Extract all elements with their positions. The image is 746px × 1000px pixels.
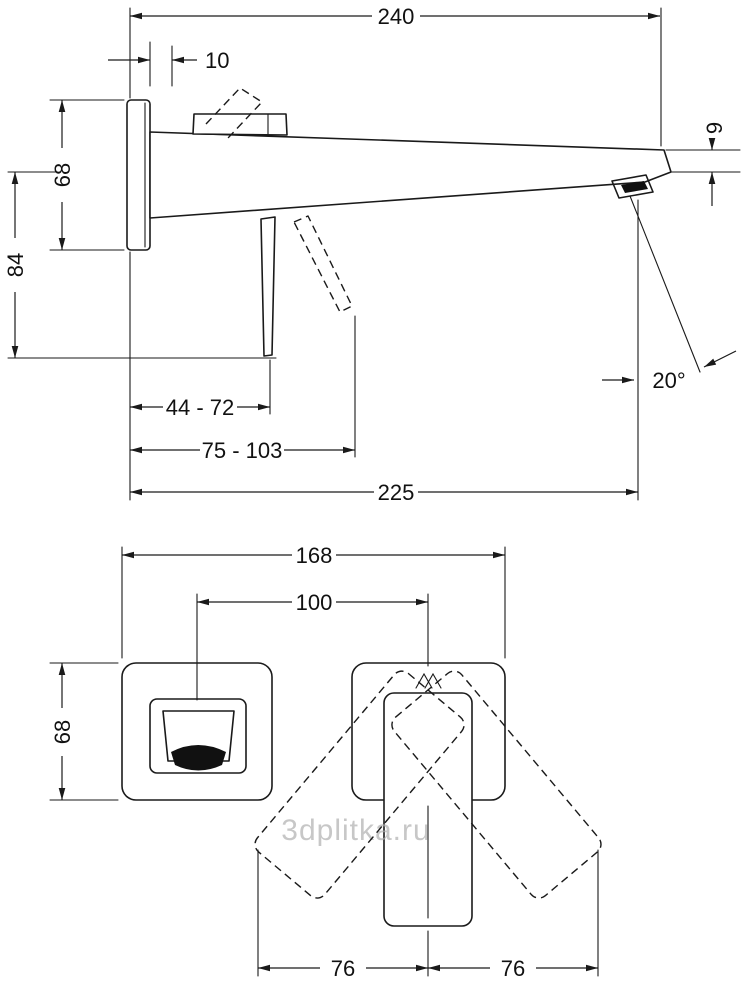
dim-75-103: 75 - 103 xyxy=(130,315,356,463)
front-view: 3dplitka.ru 168 100 68 xyxy=(49,543,602,981)
dim-9-label: 9 xyxy=(702,122,727,134)
dim-68-front: 68 xyxy=(49,662,119,801)
dim-76-pair: 76 76 xyxy=(257,849,599,981)
aerator xyxy=(611,174,654,199)
dim-168: 168 xyxy=(121,543,506,659)
dim-75-103-label: 75 - 103 xyxy=(202,438,283,463)
spout-body xyxy=(149,131,672,219)
dim-68-side: 68 xyxy=(49,99,125,251)
dim-84-label: 84 xyxy=(3,253,28,277)
hansgrohe-logo xyxy=(415,672,442,689)
lever-swing-right-dashed xyxy=(391,670,602,899)
dim-9: 9 xyxy=(665,122,741,206)
lever-down-dashed xyxy=(293,215,353,313)
side-view: 240 10 9 68 xyxy=(3,4,741,505)
dim-20deg-label: 20° xyxy=(652,368,685,393)
dim-68-front-label: 68 xyxy=(50,720,75,744)
dim-44-72-label: 44 - 72 xyxy=(166,395,235,420)
dim-10-label: 10 xyxy=(205,48,229,73)
dim-100: 100 xyxy=(196,590,429,701)
lever-down xyxy=(260,216,276,357)
dim-76-right-label: 76 xyxy=(501,956,525,981)
dim-84: 84 xyxy=(3,171,277,359)
dim-225: 225 xyxy=(130,199,639,505)
water-stream-line xyxy=(629,195,701,373)
spout-outlet-window xyxy=(149,698,247,774)
dim-44-72: 44 - 72 xyxy=(130,359,271,420)
dim-100-label: 100 xyxy=(296,590,333,615)
dim-225-label: 225 xyxy=(378,480,415,505)
dim-240: 240 xyxy=(129,4,662,501)
wall-plate-side xyxy=(126,99,151,251)
dim-76-left-label: 76 xyxy=(331,956,355,981)
aerator-opening xyxy=(621,181,648,193)
watermark: 3dplitka.ru xyxy=(281,814,430,847)
lever-swing-left-dashed xyxy=(254,670,465,899)
dim-240-label: 240 xyxy=(378,4,415,29)
spout-outlet-opening xyxy=(171,745,226,771)
dim-20deg: 20° xyxy=(602,350,737,393)
spout-outlet-frame xyxy=(162,710,235,762)
dim-10: 10 xyxy=(108,41,229,87)
dim-68-side-label: 68 xyxy=(50,163,75,187)
dim-168-label: 168 xyxy=(296,543,333,568)
